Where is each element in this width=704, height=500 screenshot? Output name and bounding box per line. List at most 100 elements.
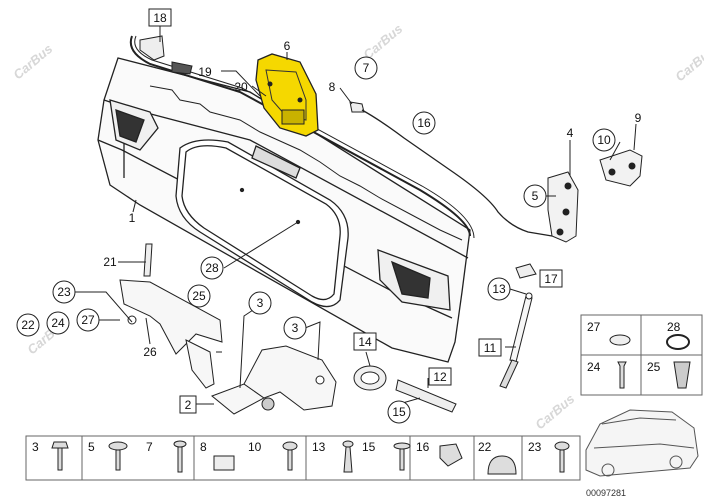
part-8-connector [349,101,365,113]
callout-28: 28 [200,256,224,280]
callout-label: 18 [153,11,167,25]
watermark: CarBus [532,391,577,432]
strip-label: 23 [528,440,542,454]
callout-7: 7 [354,56,378,80]
grommet-icon [666,334,690,350]
part-19-clip [171,61,193,75]
callout-2: 2 [179,395,197,414]
plug-cap-icon [487,455,517,475]
washer-icon [609,334,631,346]
side-parts-grid: 27 28 24 25 [580,314,703,396]
callout-6: 6 [284,39,291,53]
callout-label: 20 [234,80,248,94]
watermark: CarBus [360,21,405,62]
car-silhouette [585,409,699,477]
watermark: CarBus [10,41,55,82]
callout-25: 25 [187,284,211,308]
side-grid-label: 27 [587,320,601,334]
callout-21: 21 [103,255,117,269]
callout-label: 19 [198,65,212,79]
torx-bolt-icon [282,441,298,471]
special-bolt-icon [342,440,354,473]
callout-3a: 3 [248,291,272,315]
callout-24: 24 [46,311,70,335]
callout-label: 24 [51,316,65,330]
part-11-gas-strut [499,292,533,389]
callout-18: 18 [148,8,172,27]
callout-27: 27 [76,308,100,332]
callout-label: 5 [532,189,539,203]
callout-label: 15 [392,405,406,419]
callout-label: 7 [363,61,370,75]
part-4-latch [547,171,579,243]
part-14-bushing [353,365,387,391]
strip-label: 15 [362,440,376,454]
callout-label: 2 [185,398,192,412]
part-6-lock-highlighted [255,53,319,137]
strip-label: 16 [416,440,430,454]
seal-strip [129,35,471,237]
hex-bolt-icon [51,441,69,471]
part-18-bracket [139,35,165,61]
cable-16 [361,109,553,237]
callout-5: 5 [523,184,547,208]
callout-label: 4 [567,126,574,140]
callout-label: 1 [129,211,136,225]
side-grid-label: 24 [587,360,601,374]
callout-label: 26 [143,345,157,359]
callout-26: 26 [143,345,157,359]
callout-9: 9 [635,111,642,125]
callout-label: 16 [417,116,431,130]
cable-clip-icon [439,443,463,467]
callout-label: 12 [433,370,447,384]
callout-20: 20 [234,80,248,94]
dowel-screw-icon [554,441,570,473]
callout-label: 3 [257,296,264,310]
callout-label: 8 [329,80,336,94]
callout-3b: 3 [283,316,307,340]
part-2-hinge-bracket [211,345,337,415]
part-17-stop [515,263,537,279]
tailgate-panel [97,57,471,363]
seal-strip-inner [134,35,475,239]
callout-12: 12 [428,367,452,386]
callout-23: 23 [52,280,76,304]
strip-label: 13 [312,440,326,454]
part-26-bracket [119,279,223,389]
callout-label: 25 [192,289,206,303]
callout-label: 17 [544,272,558,286]
callout-label: 6 [284,39,291,53]
strip-label: 3 [32,440,39,454]
callout-label: 14 [358,335,372,349]
callout-19: 19 [198,65,212,79]
callout-1: 1 [129,211,136,225]
callout-11: 11 [478,338,502,357]
callout-label: 27 [81,313,95,327]
callout-22: 22 [16,313,40,337]
callout-4: 4 [567,126,574,140]
diagram-id: 00097281 [585,488,626,498]
callout-label: 23 [57,285,71,299]
callout-label: 21 [103,255,117,269]
callout-14: 14 [353,332,377,351]
callout-13: 13 [487,277,511,301]
fastener-strip: 3 5 7 8 10 13 15 16 22 23 [25,435,581,481]
leader-lines [70,18,637,405]
strip-label: 7 [146,440,153,454]
expansion-nut-icon [673,361,691,389]
callout-label: 13 [492,282,506,296]
screw-icon [617,361,627,389]
part-9-hinge [599,149,643,187]
side-grid-label: 28 [667,320,681,334]
pan-screw-icon [108,441,128,471]
part-21-stud [143,243,153,277]
callout-17: 17 [539,269,563,288]
side-grid-label: 25 [647,360,661,374]
strip-label: 22 [478,440,492,454]
strip-label: 8 [200,440,207,454]
callout-15: 15 [387,400,411,424]
callout-label: 3 [292,321,299,335]
callout-label: 28 [205,261,219,275]
callout-label: 11 [484,341,497,355]
